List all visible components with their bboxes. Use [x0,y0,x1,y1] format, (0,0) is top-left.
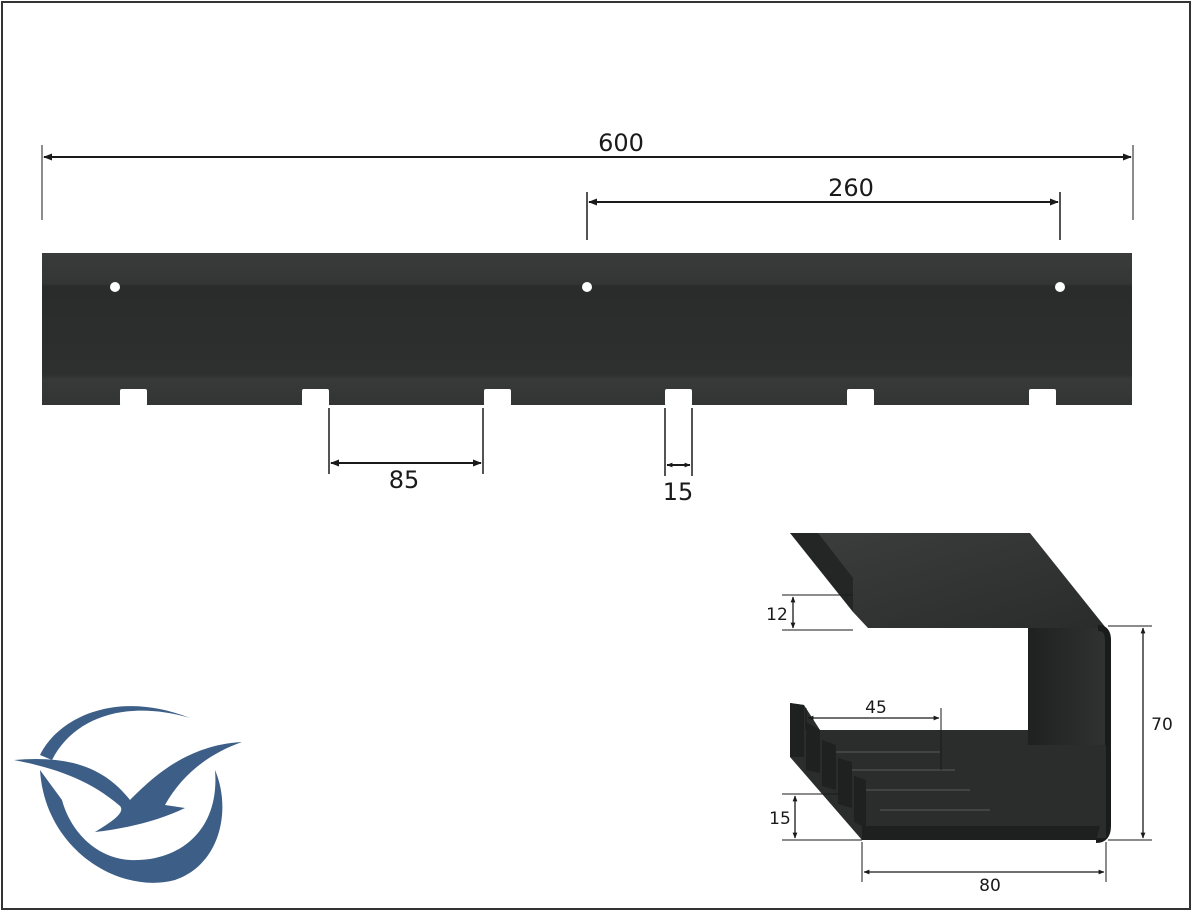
dimension-label-hole-spacing: 260 [828,174,874,202]
profile-top-lip [790,533,853,612]
profile-back-edge [1095,625,1111,843]
rail-slot [665,389,692,406]
dimension-label-bottom-lip: 15 [769,809,791,829]
rail-body [42,253,1132,405]
dimension-label-overall-width: 600 [598,129,644,157]
dimension-12 [782,594,853,631]
dimension-600 [41,145,1134,220]
rail-profile-view [790,533,1111,843]
dimension-15-slot [664,408,693,476]
rail-slot [302,389,329,406]
mounting-hole [582,282,592,292]
dimension-80 [861,842,1107,882]
dimension-label-width: 80 [979,876,1001,896]
dimension-85 [328,408,484,474]
profile-bottom-channel [790,703,1106,840]
rail-slots [120,389,1056,406]
bird-in-circle-icon [14,706,242,883]
rail-front-view [42,253,1132,406]
dimension-15-lip [782,793,862,841]
dimension-label-slot-pitch: 85 [389,466,420,494]
dimension-label-slot-width: 15 [663,478,694,506]
mounting-hole [110,282,120,292]
profile-bottom-floor [862,826,1100,840]
dimension-70 [1108,625,1152,841]
mounting-hole [1055,282,1065,292]
rail-slot [847,389,874,406]
profile-fins [790,703,866,828]
rail-slot [1029,389,1056,406]
dimension-label-top-lip: 12 [766,605,788,625]
dimension-45 [805,708,942,770]
dimension-label-inner-depth: 45 [865,698,887,718]
profile-top-flange [790,533,1106,628]
rail-holes [110,282,1065,292]
rail-slot [120,389,147,406]
dimension-260 [586,192,1061,240]
dimension-label-height: 70 [1151,715,1173,735]
rail-slot [484,389,511,406]
